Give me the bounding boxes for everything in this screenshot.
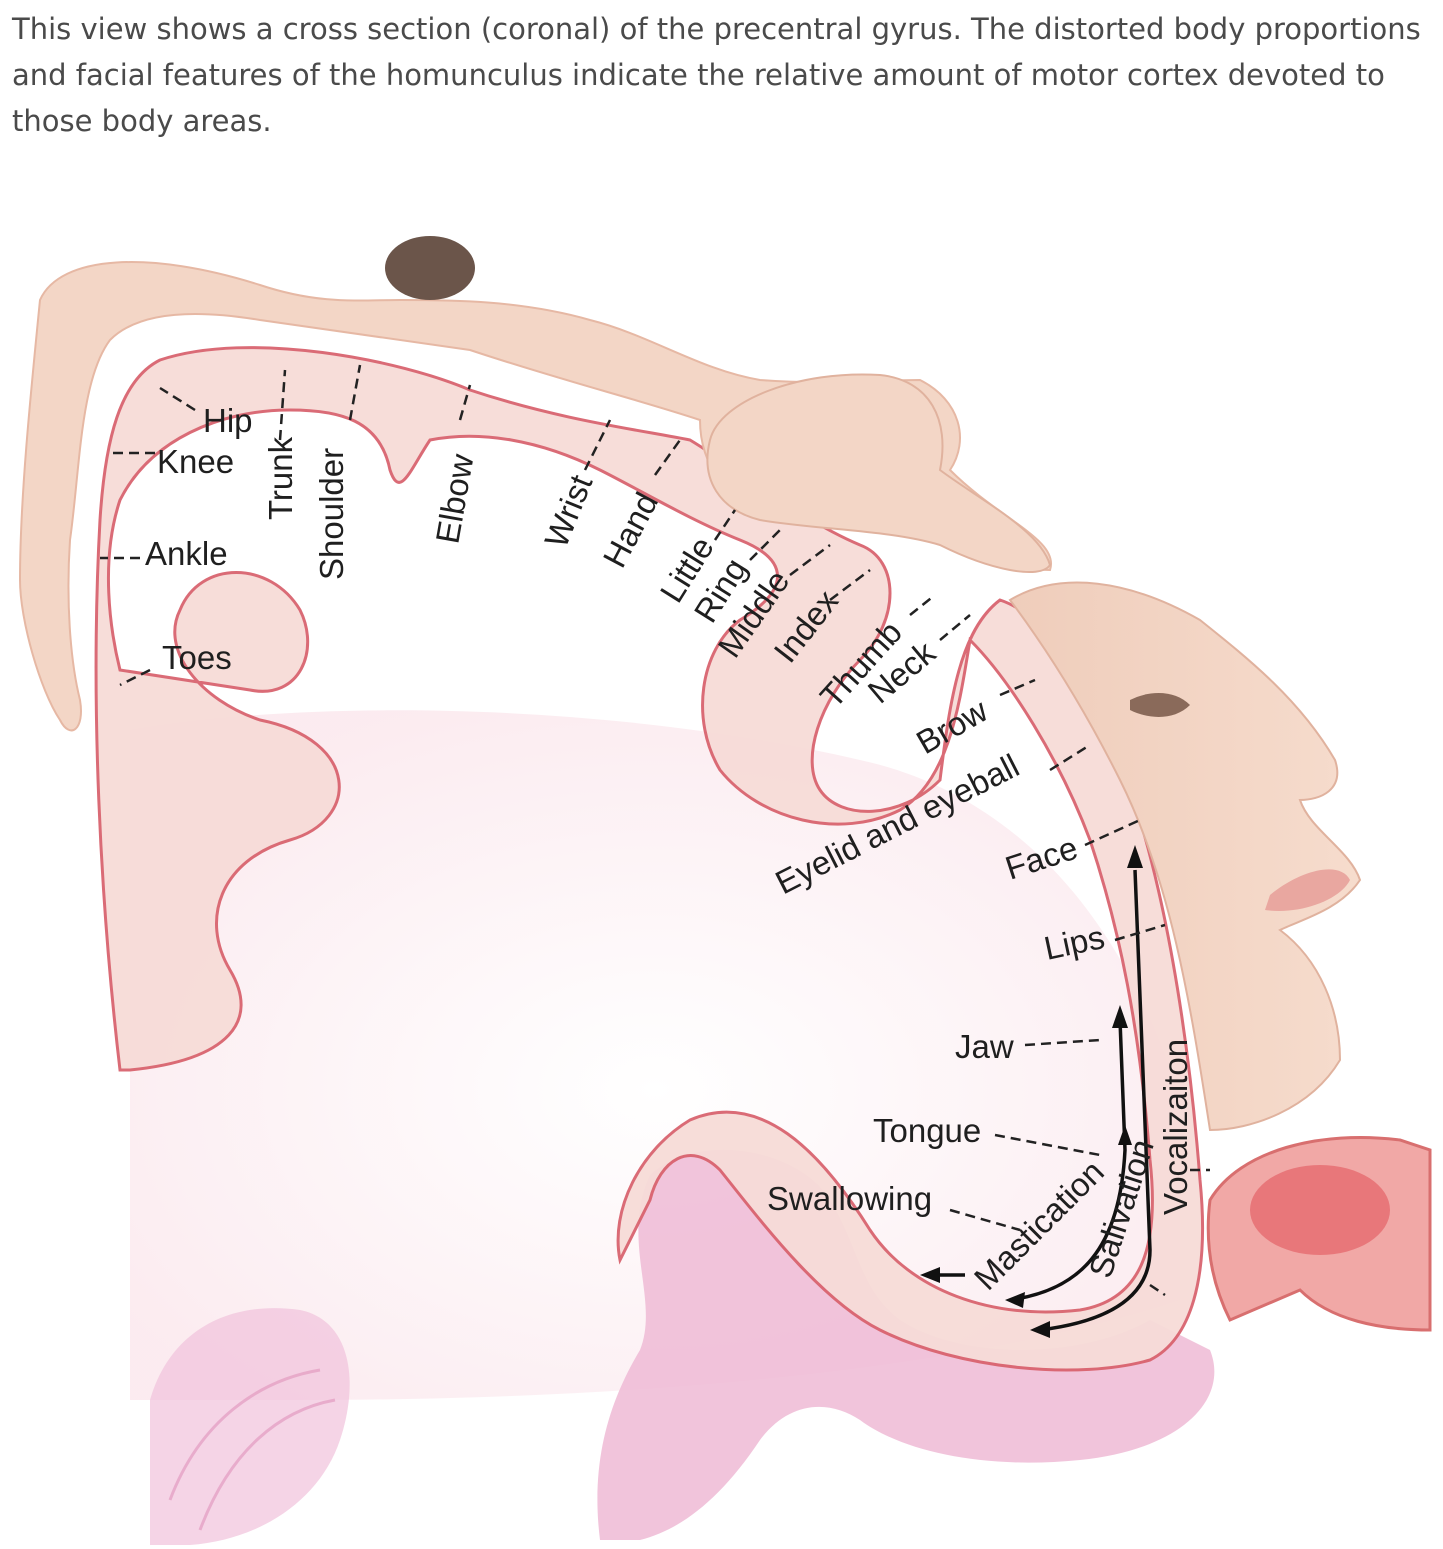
vocalization-line — [1039, 869, 1152, 1332]
label-vocalization: Vocalizaiton — [1157, 1039, 1194, 1215]
arrowhead-face — [1127, 845, 1143, 868]
label-tongue: Tongue — [873, 1112, 981, 1149]
white-matter — [130, 710, 1180, 1400]
label-wrist: Wrist — [537, 470, 599, 553]
label-jaw: Jaw — [955, 1028, 1014, 1065]
pointing-hand — [706, 373, 1052, 574]
label-ankle: Ankle — [145, 535, 228, 572]
tongue-section — [1250, 1165, 1390, 1255]
lips-icon — [1265, 869, 1350, 911]
label-shoulder: Shoulder — [313, 448, 350, 580]
arrowhead-vocalization — [1030, 1321, 1050, 1338]
label-hip: Hip — [203, 402, 253, 439]
label-knee: Knee — [157, 443, 234, 480]
arrowhead-mastication — [920, 1267, 940, 1283]
figure-caption: This view shows a cross section (coronal… — [12, 12, 1421, 138]
label-swallowing: Swallowing — [767, 1180, 932, 1217]
label-toes: Toes — [162, 639, 232, 676]
label-hand: Hand — [596, 486, 666, 573]
cortex-band — [94, 346, 1204, 1372]
homunculus-hair — [385, 236, 475, 300]
label-elbow: Elbow — [428, 451, 480, 546]
left-deep-structure — [150, 1308, 350, 1545]
arrowhead-jaw — [1112, 1005, 1128, 1028]
left-deep-structure-lines — [168, 1368, 336, 1531]
label-trunk: Trunk — [262, 436, 299, 520]
arrowhead-tongue — [1118, 1125, 1132, 1145]
salivation-line — [1009, 1019, 1127, 1302]
arrowhead-salivation — [1005, 1292, 1025, 1308]
eye-icon — [1130, 693, 1190, 717]
lower-gyrus-deep — [597, 1149, 1215, 1540]
leader-lines — [100, 364, 1210, 1297]
face-profile — [1008, 581, 1362, 1132]
